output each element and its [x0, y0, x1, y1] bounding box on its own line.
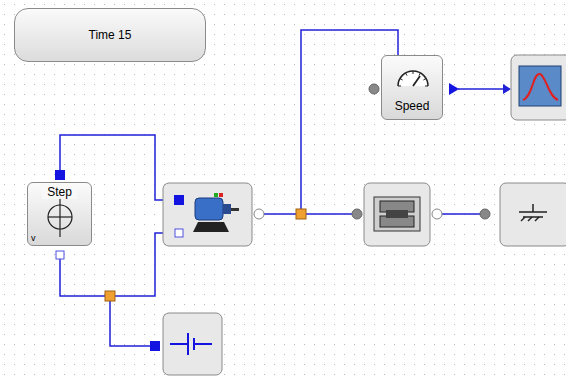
port — [432, 209, 442, 219]
block-name: Step — [42, 184, 77, 199]
port — [174, 195, 184, 205]
arrowhead — [503, 84, 511, 94]
step-source-block: Step v — [27, 182, 92, 246]
port — [352, 209, 362, 219]
split-point — [296, 209, 306, 219]
port — [56, 251, 64, 259]
block-name: Speed — [395, 99, 430, 119]
port — [55, 170, 65, 180]
scope-block — [511, 55, 566, 120]
wires — [60, 30, 505, 346]
scope-symbol — [519, 66, 561, 106]
port — [449, 83, 459, 95]
signal-unit: v — [31, 233, 36, 243]
port — [150, 341, 160, 351]
battery-block — [163, 313, 222, 375]
motor-symbol — [193, 193, 239, 232]
ground-block — [500, 183, 566, 246]
time-label: Time 15 — [89, 28, 132, 42]
inertia-block — [364, 183, 430, 246]
port — [480, 209, 490, 219]
speed-sensor-block: Speed — [381, 55, 443, 120]
ground-symbol — [519, 204, 547, 221]
time-display: Time 15 — [14, 8, 206, 62]
port — [369, 84, 379, 94]
split-point — [105, 291, 115, 301]
inertia-symbol — [374, 197, 420, 231]
battery-symbol — [170, 333, 212, 355]
port — [175, 229, 183, 237]
motor-block — [163, 183, 252, 246]
port — [254, 209, 264, 219]
